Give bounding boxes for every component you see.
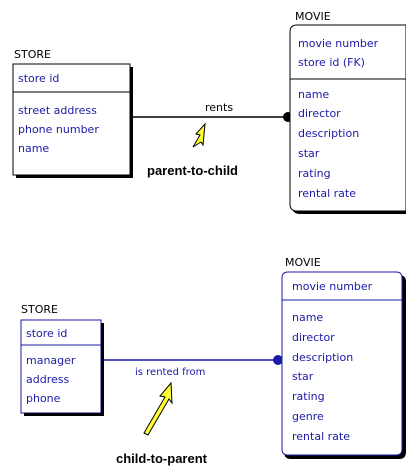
store-attr-street-address: street address <box>18 104 97 117</box>
movie-attr-director: director <box>298 107 341 120</box>
store-attr-phone-number: phone number <box>18 123 99 136</box>
diagram-parent-to-child: STORE store id street address phone numb… <box>12 10 406 214</box>
movie-attr-rating: rating <box>298 167 331 180</box>
movie-key-store-id-fk: store id (FK) <box>298 56 365 69</box>
movie-attr-description-2: description <box>292 351 353 364</box>
movie-attr-name: name <box>298 88 329 101</box>
movie-attr-genre: genre <box>292 410 324 423</box>
movie-attr-name-2: name <box>292 311 323 324</box>
store-entity-title-2: STORE <box>21 303 58 316</box>
movie-attr-star: star <box>298 147 320 160</box>
movie-attr-director-2: director <box>292 331 335 344</box>
movie-entity-title-2: MOVIE <box>285 256 321 269</box>
diagram-child-to-parent: STORE store id manager address phone is … <box>20 256 406 466</box>
store-key-store-id-2: store id <box>26 327 67 340</box>
movie-key-movie-number: movie number <box>298 37 379 50</box>
store-entity-title: STORE <box>14 48 51 61</box>
relationship-label-is-rented-from: is rented from <box>135 367 205 378</box>
callout-parent-to-child: parent-to-child <box>147 163 238 178</box>
movie-entity-box-2[interactable] <box>281 271 406 459</box>
store-attr-name: name <box>18 142 49 155</box>
movie-attr-rating-2: rating <box>292 390 325 403</box>
store-key-store-id: store id <box>18 72 59 85</box>
store-attr-phone: phone <box>26 392 61 405</box>
movie-attr-star-2: star <box>292 370 314 383</box>
movie-entity-box[interactable] <box>289 24 406 214</box>
yellow-arrow-icon <box>192 122 206 148</box>
movie-attr-rental-rate-2: rental rate <box>292 430 350 443</box>
relationship-end-dot-2 <box>273 355 283 365</box>
callout-child-to-parent: child-to-parent <box>116 451 208 466</box>
store-attr-address: address <box>26 373 69 386</box>
store-attr-manager: manager <box>26 354 76 367</box>
movie-entity-title: MOVIE <box>295 10 331 23</box>
movie-attr-description: description <box>298 127 359 140</box>
movie-attr-rental-rate: rental rate <box>298 187 356 200</box>
yellow-arrow-icon-2 <box>143 381 173 436</box>
movie-key-movie-number-2: movie number <box>292 280 373 293</box>
store-entity-box-2[interactable] <box>20 319 104 416</box>
store-entity-box[interactable] <box>12 63 133 178</box>
relationship-label-rents: rents <box>205 101 233 114</box>
